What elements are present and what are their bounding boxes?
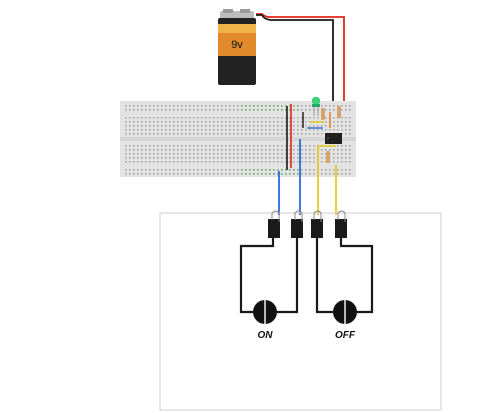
ic-chip	[325, 133, 342, 144]
breadboard-rail-top-green	[240, 103, 300, 111]
wire-off-button-left	[315, 238, 333, 314]
off-button-label: OFF	[335, 330, 356, 341]
battery-9v: 9v	[218, 9, 256, 85]
clip-loop-1	[271, 210, 280, 222]
battery-label: 9v	[231, 39, 243, 51]
off-button[interactable]	[333, 300, 357, 324]
button-box	[159, 212, 442, 411]
battery-label-top	[218, 24, 256, 33]
ic-notch	[327, 137, 329, 139]
breadboard-rail-bottom	[124, 167, 352, 175]
connector-clip-2	[291, 219, 303, 238]
resistor-3	[326, 151, 330, 163]
battery-wire-black	[256, 14, 334, 112]
battery-wire-red	[256, 13, 345, 112]
connector-clip-3	[311, 219, 323, 238]
wire-on-button-left	[239, 238, 275, 314]
connector-clip-1	[268, 219, 280, 238]
clip-loop-3	[313, 210, 322, 222]
clip-loop-4	[337, 210, 346, 222]
breadboard-grid-lower	[124, 143, 352, 163]
on-button[interactable]	[253, 300, 277, 324]
on-button-label: ON	[258, 330, 274, 341]
resistor-1	[321, 108, 325, 120]
components	[286, 96, 342, 170]
connector-clips	[268, 210, 347, 238]
led-base	[312, 104, 320, 107]
battery-terminal-left	[223, 9, 233, 13]
connector-clip-4	[335, 219, 347, 238]
breadboard-grid-upper	[124, 116, 352, 136]
battery-terminal-right	[240, 9, 250, 13]
breadboard	[120, 101, 356, 177]
wire-off-button-right	[339, 238, 374, 314]
breadboard-rail-bottom-green	[240, 167, 300, 175]
breadboard-rail-top	[124, 103, 352, 111]
breadboard-channel	[120, 137, 356, 141]
led-green	[311, 96, 321, 106]
wire-on-button-right	[277, 238, 299, 314]
resistor-2	[337, 106, 341, 118]
clip-loop-2	[294, 210, 303, 222]
